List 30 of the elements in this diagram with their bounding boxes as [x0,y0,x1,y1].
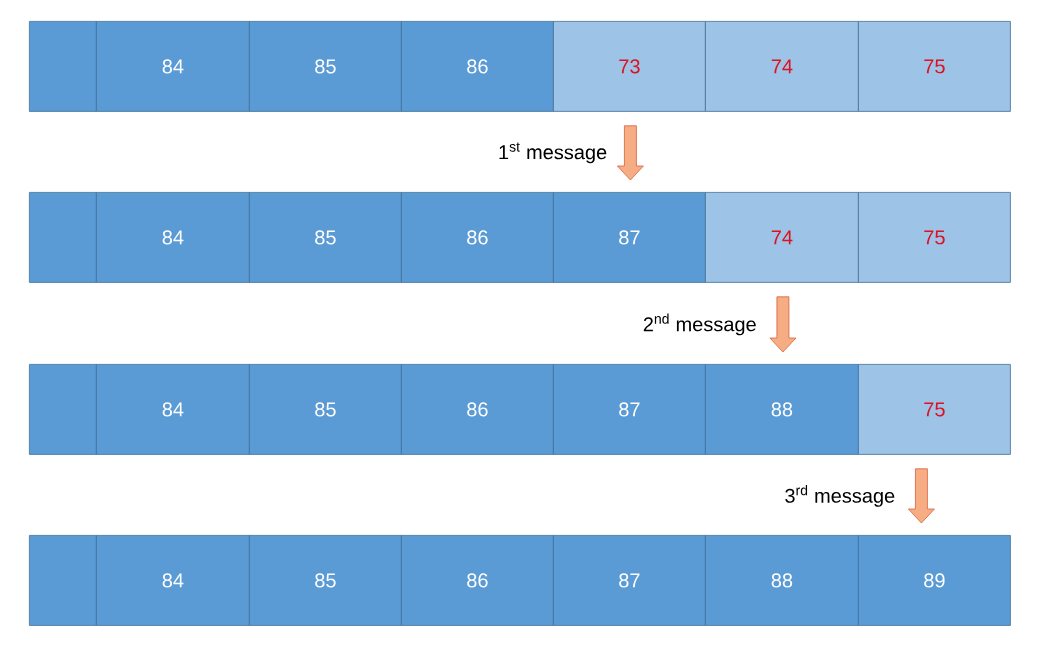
buffer-cell: 85 [249,535,402,626]
buffer-cell: 86 [401,21,554,112]
edge-label: 3$^{rd}$ message [785,485,895,507]
buffer-cell: 74 [705,192,859,283]
buffer-cell: 75 [858,192,1011,283]
buffer-cell: 87 [553,535,706,626]
empty-cell [29,364,97,455]
buffer-cell: 88 [705,535,859,626]
block-arrow [769,296,797,353]
buffer-cell: 87 [553,364,706,455]
edge-label: 1$^{st}$ message [499,142,607,164]
buffer-cell: 86 [401,535,554,626]
buffer-cell: 74 [705,21,859,112]
buffer-cell: 85 [249,364,402,455]
empty-cell [29,535,97,626]
buffer-cell: 75 [858,364,1011,455]
block-arrow [617,125,644,181]
buffer-cell: 73 [553,21,706,112]
buffer-cell: 75 [858,21,1011,112]
buffer-cell: 86 [401,192,554,283]
buffer-cell: 85 [249,192,402,283]
buffer-cell: 85 [249,21,402,112]
buffer-cell: 88 [705,364,859,455]
buffer-cell: 89 [858,535,1011,626]
buffer-cell: 87 [553,192,706,283]
block-arrow [908,468,935,524]
buffer-cell: 86 [401,364,554,455]
empty-cell [29,21,97,112]
empty-cell [29,192,97,283]
edge-label: 2$^{nd}$ message [643,313,756,336]
